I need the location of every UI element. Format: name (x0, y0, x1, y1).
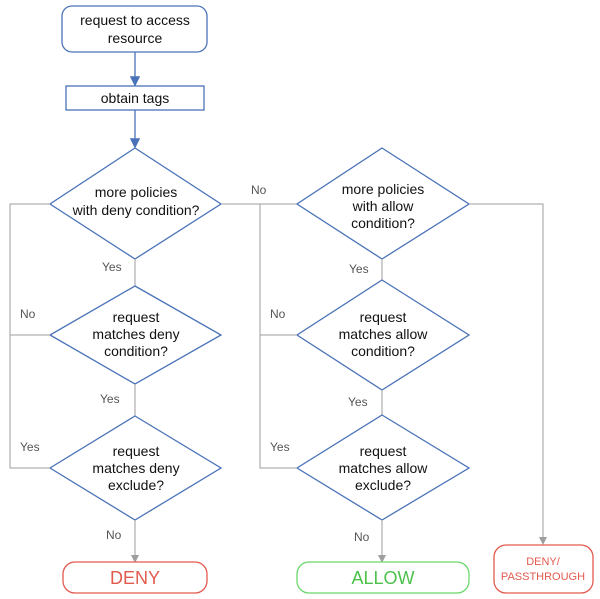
deny-policies-line1: more policies (95, 184, 177, 200)
edge-label-allow-policies-yes: Yes (349, 262, 369, 276)
start-node-line2: resource (108, 30, 163, 46)
deny-policies-line2: with deny condition? (72, 202, 200, 218)
deny-passthrough-line1: DENY/ (526, 556, 561, 568)
deny-label: DENY (110, 568, 160, 588)
deny-passthrough-terminal: DENY/ PASSTHROUGH (493, 544, 594, 594)
deny-match-line2: matches deny (92, 326, 179, 342)
deny-passthrough-line2: PASSTHROUGH (501, 571, 585, 583)
edge-label-deny-policies-yes: Yes (102, 260, 122, 274)
edge-label-deny-policies-no: No (251, 183, 267, 197)
connector-allow-left-loop (259, 204, 297, 469)
edge-label-allow-exclude-no: No (354, 530, 370, 544)
deny-match-line1: request (113, 309, 160, 325)
deny-match-decision: request matches deny condition? (48, 285, 223, 385)
start-node-line1: request to access (80, 12, 190, 28)
allow-policies-line1: more policies (342, 181, 424, 197)
obtain-tags-node: obtain tags (65, 85, 205, 111)
deny-policies-decision: more policies with deny condition? (48, 147, 223, 260)
allow-exclude-decision: request matches allow exclude? (295, 414, 471, 521)
connector-allow-policies-no (469, 203, 547, 545)
deny-exclude-line2: matches deny (92, 460, 179, 476)
deny-exclude-line1: request (113, 443, 160, 459)
deny-exclude-line3: exclude? (108, 477, 164, 493)
allow-match-line1: request (360, 309, 407, 325)
allow-label: ALLOW (351, 568, 414, 588)
allow-match-line2: matches allow (339, 326, 429, 342)
allow-exclude-line3: exclude? (355, 477, 411, 493)
deny-terminal: DENY (62, 561, 208, 594)
obtain-tags-label: obtain tags (101, 90, 170, 106)
allow-policies-line2: with allow (352, 198, 415, 214)
connector-deny-left-loop (9, 203, 50, 469)
allow-terminal: ALLOW (296, 561, 470, 594)
edge-label-deny-exclude-no: No (106, 528, 122, 542)
deny-exclude-decision: request matches deny exclude? (48, 415, 223, 521)
edge-label-deny-exclude-yes: Yes (20, 440, 40, 454)
allow-exclude-line2: matches allow (339, 460, 429, 476)
allow-policies-decision: more policies with allow condition? (295, 147, 471, 260)
start-node: request to access resource (61, 5, 208, 53)
allow-match-line3: condition? (351, 343, 415, 359)
edge-label-deny-match-yes: Yes (100, 392, 120, 406)
deny-match-line3: condition? (104, 343, 168, 359)
allow-match-decision: request matches allow condition? (295, 279, 471, 391)
allow-policies-line3: condition? (351, 215, 415, 231)
edge-label-allow-match-no: No (270, 307, 286, 321)
allow-exclude-line1: request (360, 443, 407, 459)
edge-label-allow-exclude-yes: Yes (270, 440, 290, 454)
edge-label-allow-match-yes: Yes (348, 395, 368, 409)
edge-label-deny-match-no: No (20, 307, 36, 321)
